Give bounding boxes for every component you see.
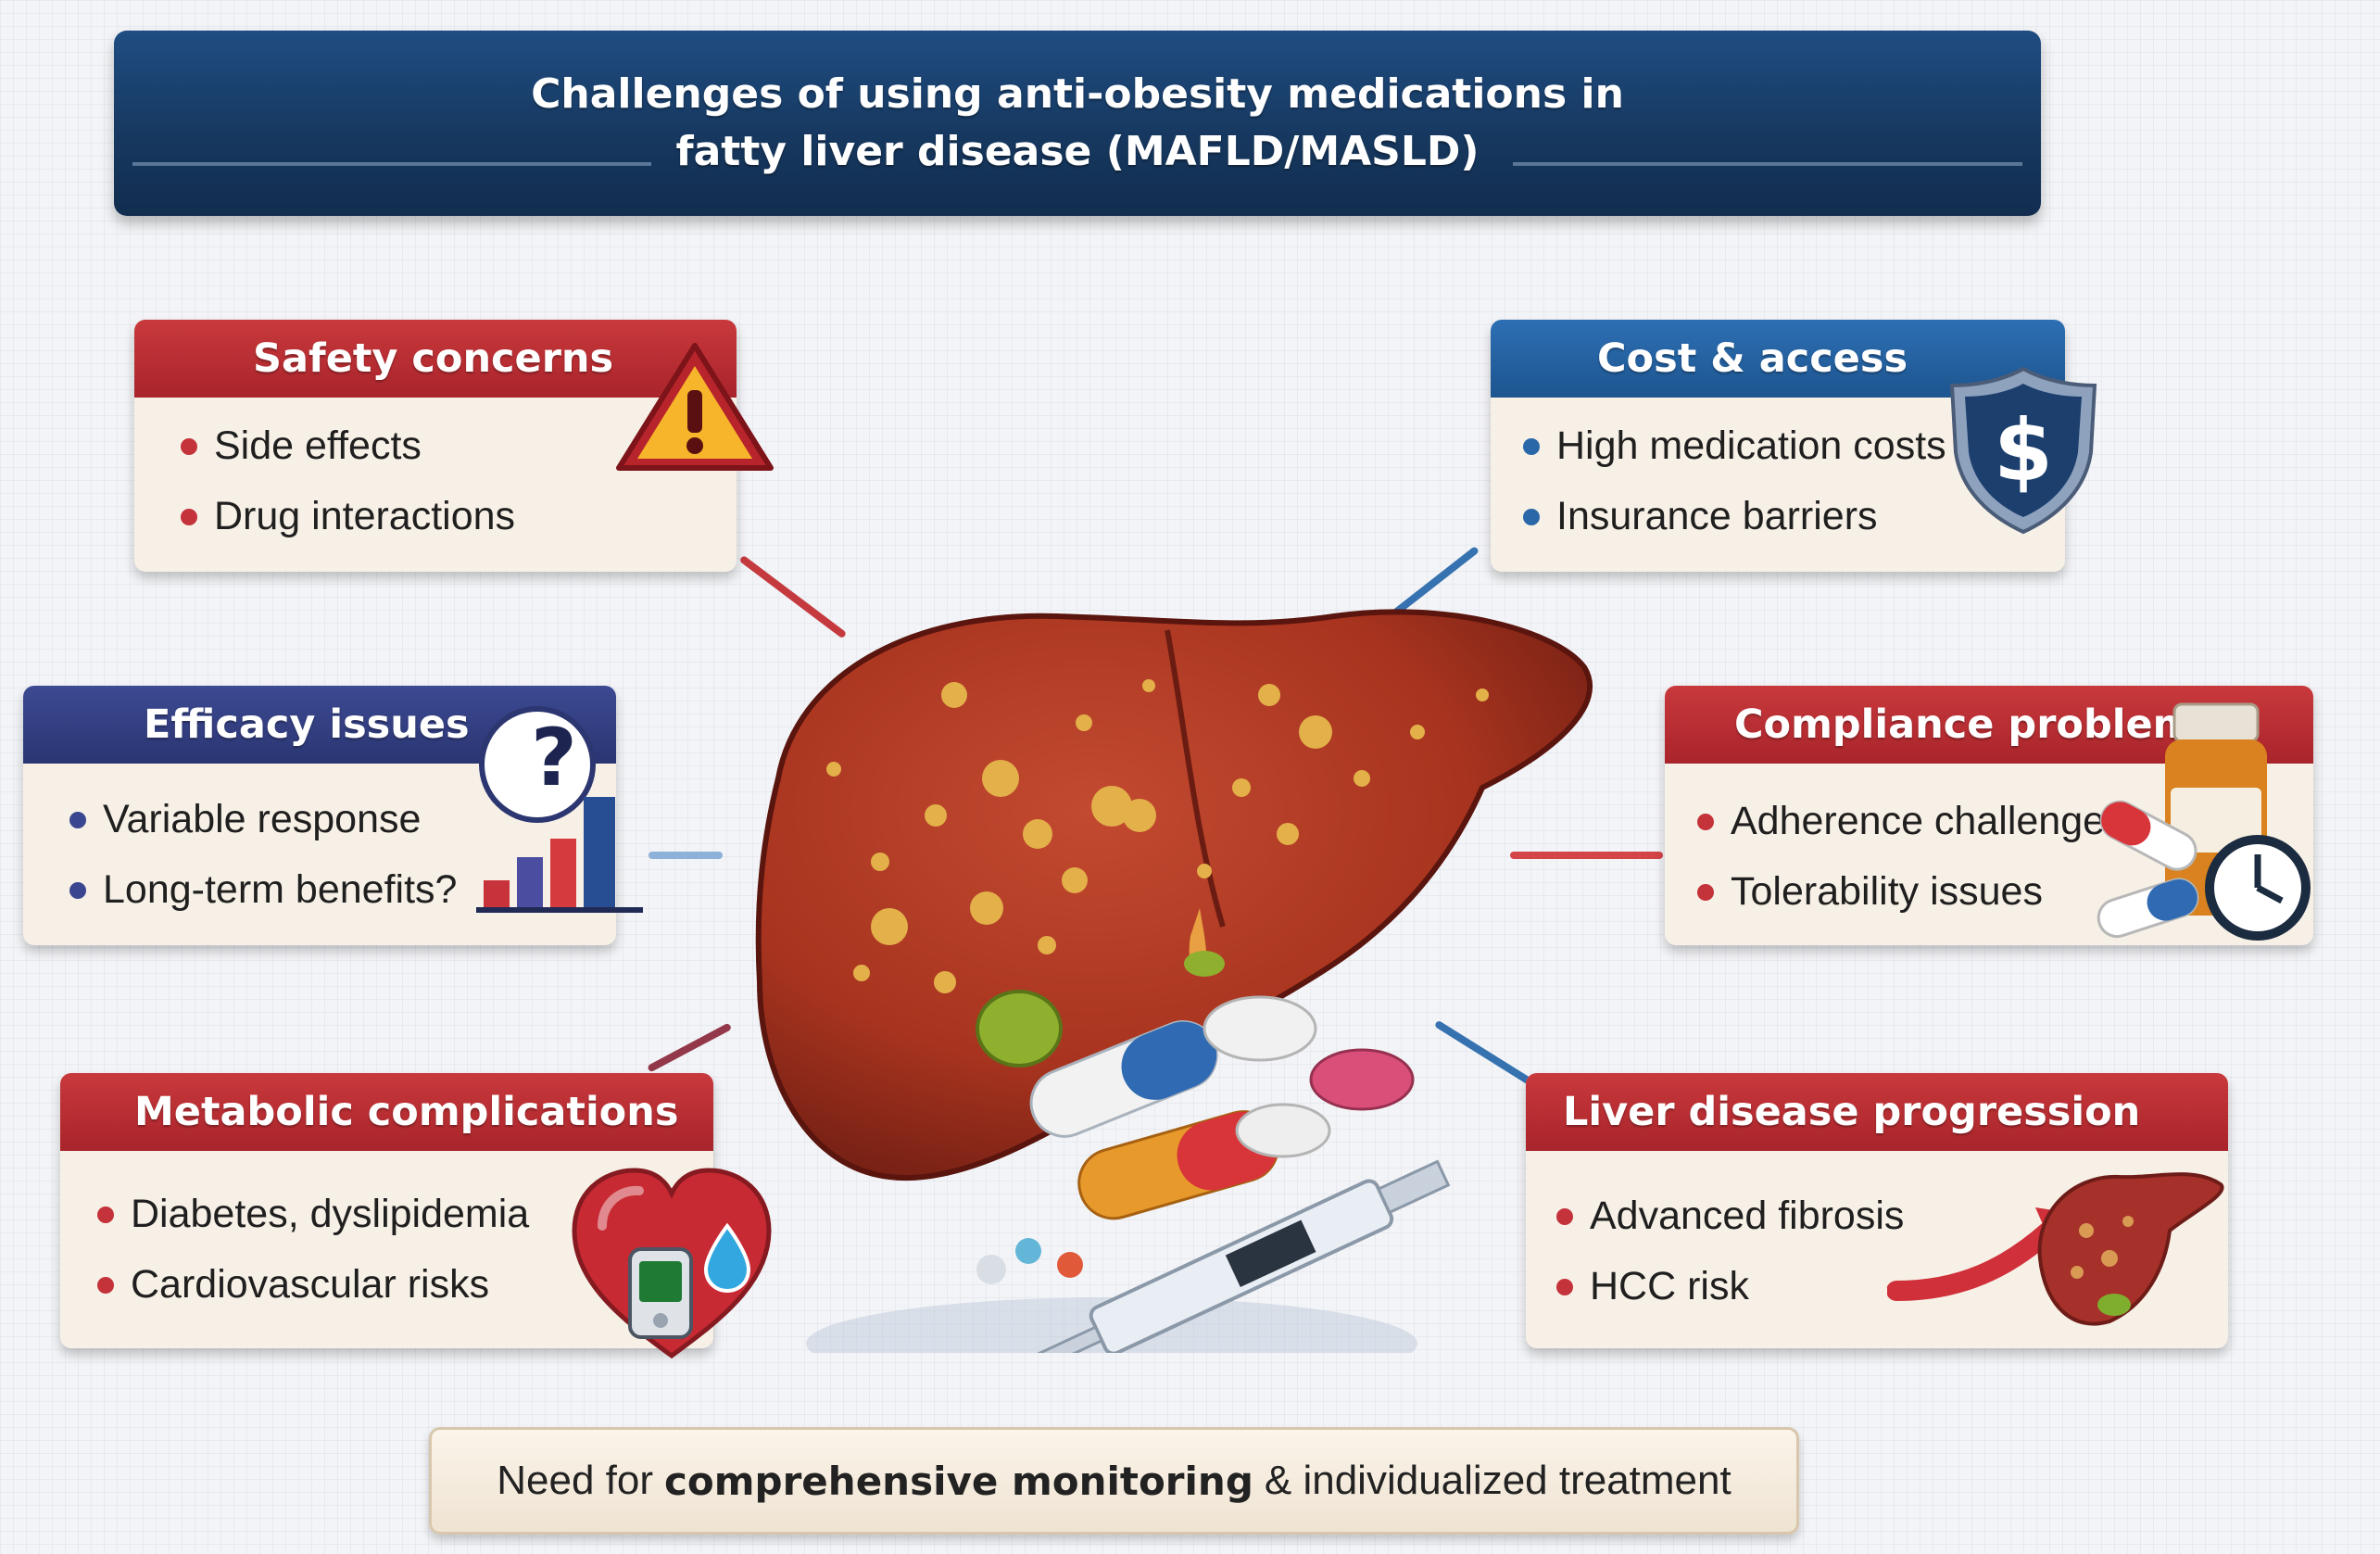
card-compliance-problems: Compliance problems Adherence challenges… <box>1665 686 2313 945</box>
list-item: Side effects <box>181 423 422 469</box>
list-item: High medication costs <box>1523 423 1946 469</box>
list-item: Drug interactions <box>181 494 515 539</box>
fatty-liver-illustration <box>755 609 1593 1353</box>
list-item: Cardiovascular risks <box>97 1262 489 1308</box>
card-title: Metabolic complications <box>60 1073 713 1151</box>
footer-text-pre: Need for <box>497 1458 654 1503</box>
card-cost-access: Cost & access High medication costs Insu… <box>1491 320 2097 572</box>
footer-text-bold: comprehensive monitoring <box>664 1458 1253 1504</box>
connector-efficacy <box>649 852 723 859</box>
list-item: Variable response <box>69 797 421 842</box>
list-item: Tolerability issues <box>1697 869 2043 915</box>
pills-clock-icon <box>2097 702 2311 941</box>
card-efficacy-issues: Efficacy issues Variable response Long-t… <box>23 686 643 945</box>
warning-icon <box>616 343 774 471</box>
card-title: Liver disease progression <box>1526 1073 2228 1151</box>
footer-text-post: & individualized treatment <box>1264 1458 1731 1503</box>
heart-glucose-meter-icon <box>572 1168 772 1359</box>
title-banner: Challenges of using anti-obesity medicat… <box>114 31 2041 216</box>
question-mark-text: ? <box>531 712 577 804</box>
card-safety-concerns: Safety concerns Side effects Drug intera… <box>134 320 774 572</box>
list-item: Insurance barriers <box>1523 494 1878 539</box>
liver-arrow-icon <box>1887 1172 2224 1326</box>
list-item: Diabetes, dyslipidemia <box>97 1192 529 1237</box>
footer-banner: Need for comprehensive monitoring & indi… <box>429 1427 1799 1535</box>
list-item: Long-term benefits? <box>69 867 457 913</box>
dollar-shield-icon: $ <box>1949 366 2097 535</box>
list-item: Advanced fibrosis <box>1556 1194 1904 1239</box>
question-bar-chart-icon <box>476 706 643 913</box>
svg-text:$: $ <box>1994 401 2053 500</box>
list-item: Adherence challenges <box>1697 799 2125 844</box>
card-liver-disease-progression: Liver disease progression Advanced fibro… <box>1526 1073 2228 1348</box>
title-line-2: fatty liver disease (MAFLD/MASLD) <box>675 128 1480 175</box>
title-line-1: Challenges of using anti-obesity medicat… <box>531 70 1624 118</box>
list-item: HCC risk <box>1556 1264 1749 1309</box>
connector-compliance <box>1510 852 1663 859</box>
card-metabolic-complications: Metabolic complications Diabetes, dyslip… <box>60 1073 772 1359</box>
card-title: Safety concerns <box>134 320 737 398</box>
